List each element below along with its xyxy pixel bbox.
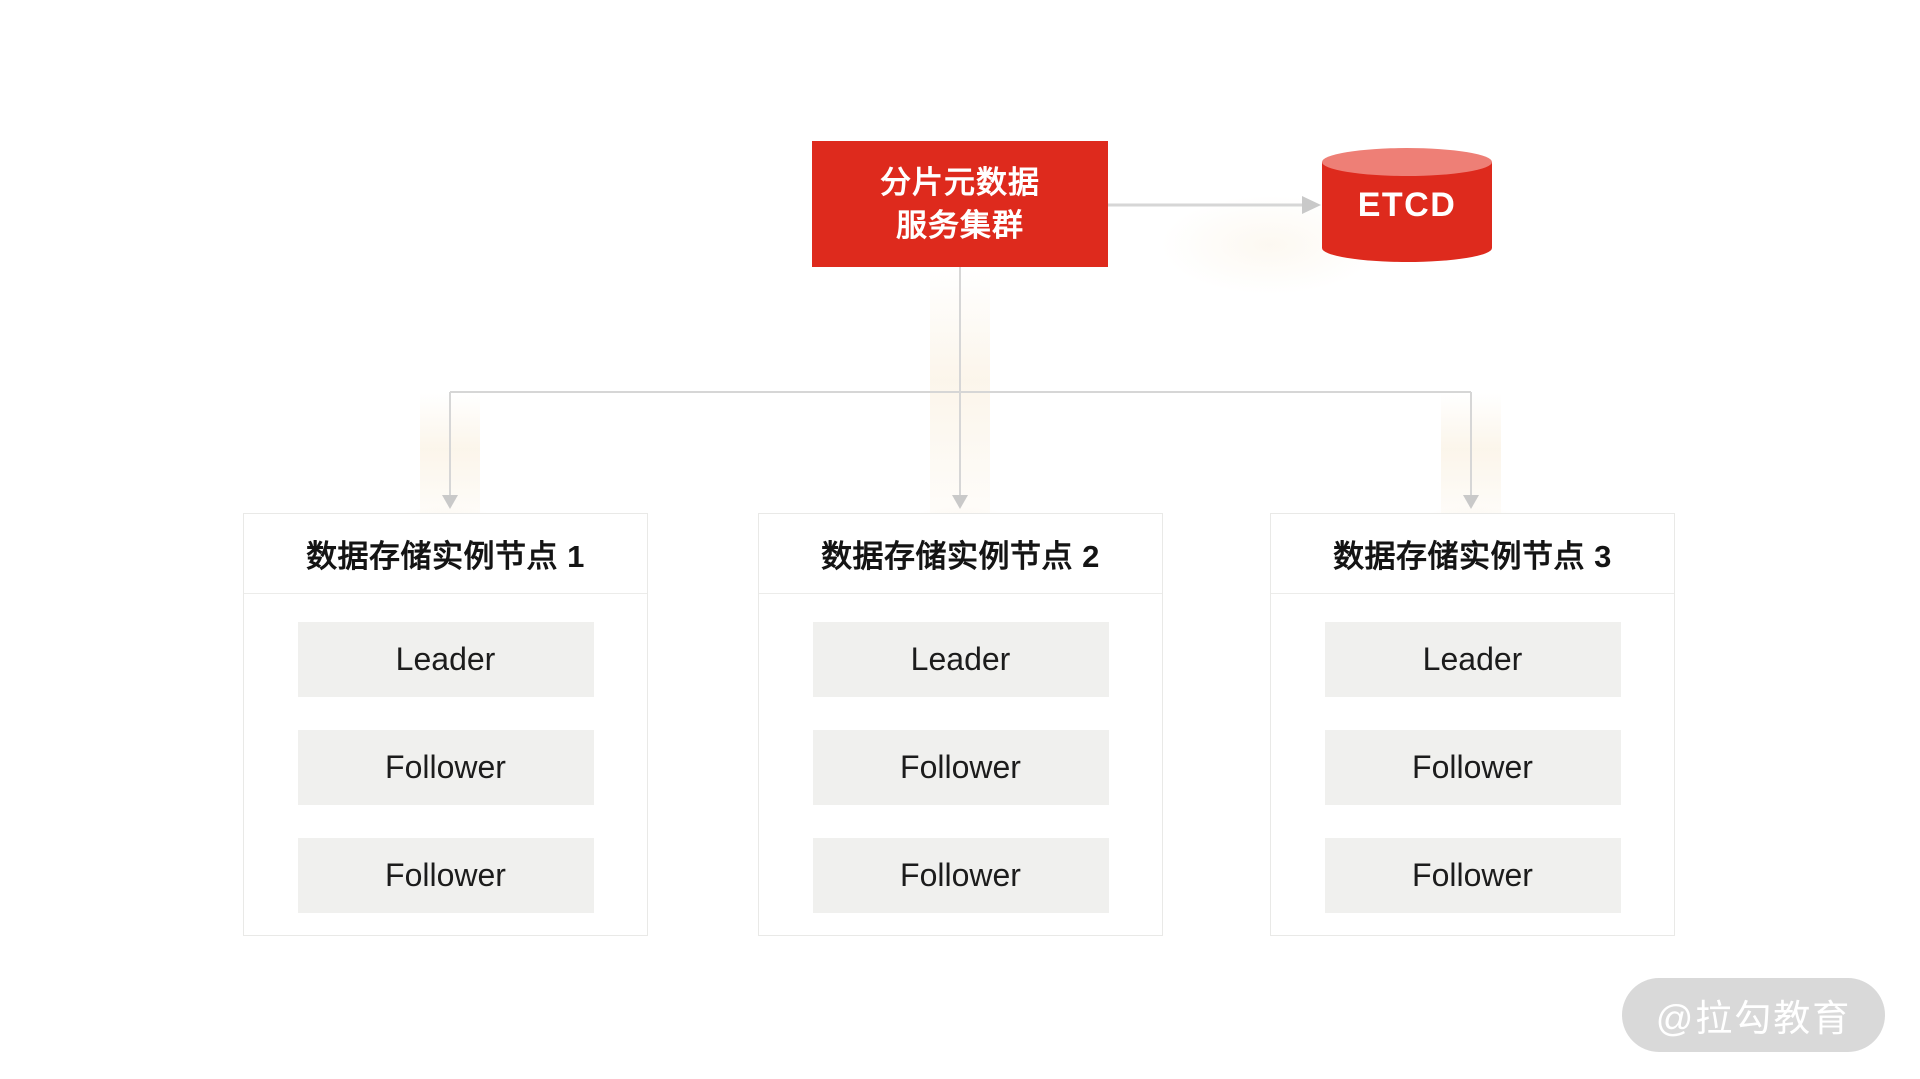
etcd-label: ETCD (1357, 186, 1457, 224)
meta-service-box: 分片元数据 服务集群 (812, 141, 1108, 267)
storage-node-roles: Leader Follower Follower (1271, 594, 1674, 913)
database-cylinder-icon (1322, 148, 1492, 262)
arrowhead-down-icon (952, 495, 968, 509)
storage-node-3: 数据存储实例节点 3 Leader Follower Follower (1270, 513, 1675, 936)
meta-service-label-line2: 服务集群 (896, 208, 1024, 243)
storage-node-title: 数据存储实例节点 3 (1271, 514, 1674, 594)
arrowhead-down-icon (442, 495, 458, 509)
storage-node-title: 数据存储实例节点 2 (759, 514, 1162, 594)
storage-node-roles: Leader Follower Follower (759, 594, 1162, 913)
storage-node-roles: Leader Follower Follower (244, 594, 647, 913)
storage-node-1: 数据存储实例节点 1 Leader Follower Follower (243, 513, 648, 936)
arrowhead-down-icon (1463, 495, 1479, 509)
role-box-leader: Leader (812, 622, 1109, 697)
role-box-follower: Follower (297, 838, 594, 913)
watermark-label: @拉勾教育 (1655, 998, 1852, 1039)
watermark-badge: @拉勾教育 (1622, 978, 1885, 1052)
storage-node-title: 数据存储实例节点 1 (244, 514, 647, 594)
role-box-follower: Follower (1324, 838, 1621, 913)
role-box-leader: Leader (297, 622, 594, 697)
role-box-follower: Follower (1324, 730, 1621, 805)
role-box-follower: Follower (297, 730, 594, 805)
storage-node-2: 数据存储实例节点 2 Leader Follower Follower (758, 513, 1163, 936)
role-box-follower: Follower (812, 730, 1109, 805)
meta-service-label-line1: 分片元数据 (880, 165, 1040, 200)
role-box-follower: Follower (812, 838, 1109, 913)
role-box-leader: Leader (1324, 622, 1621, 697)
arrowhead-right-icon (1302, 196, 1321, 214)
etcd-database: ETCD (1322, 148, 1492, 262)
